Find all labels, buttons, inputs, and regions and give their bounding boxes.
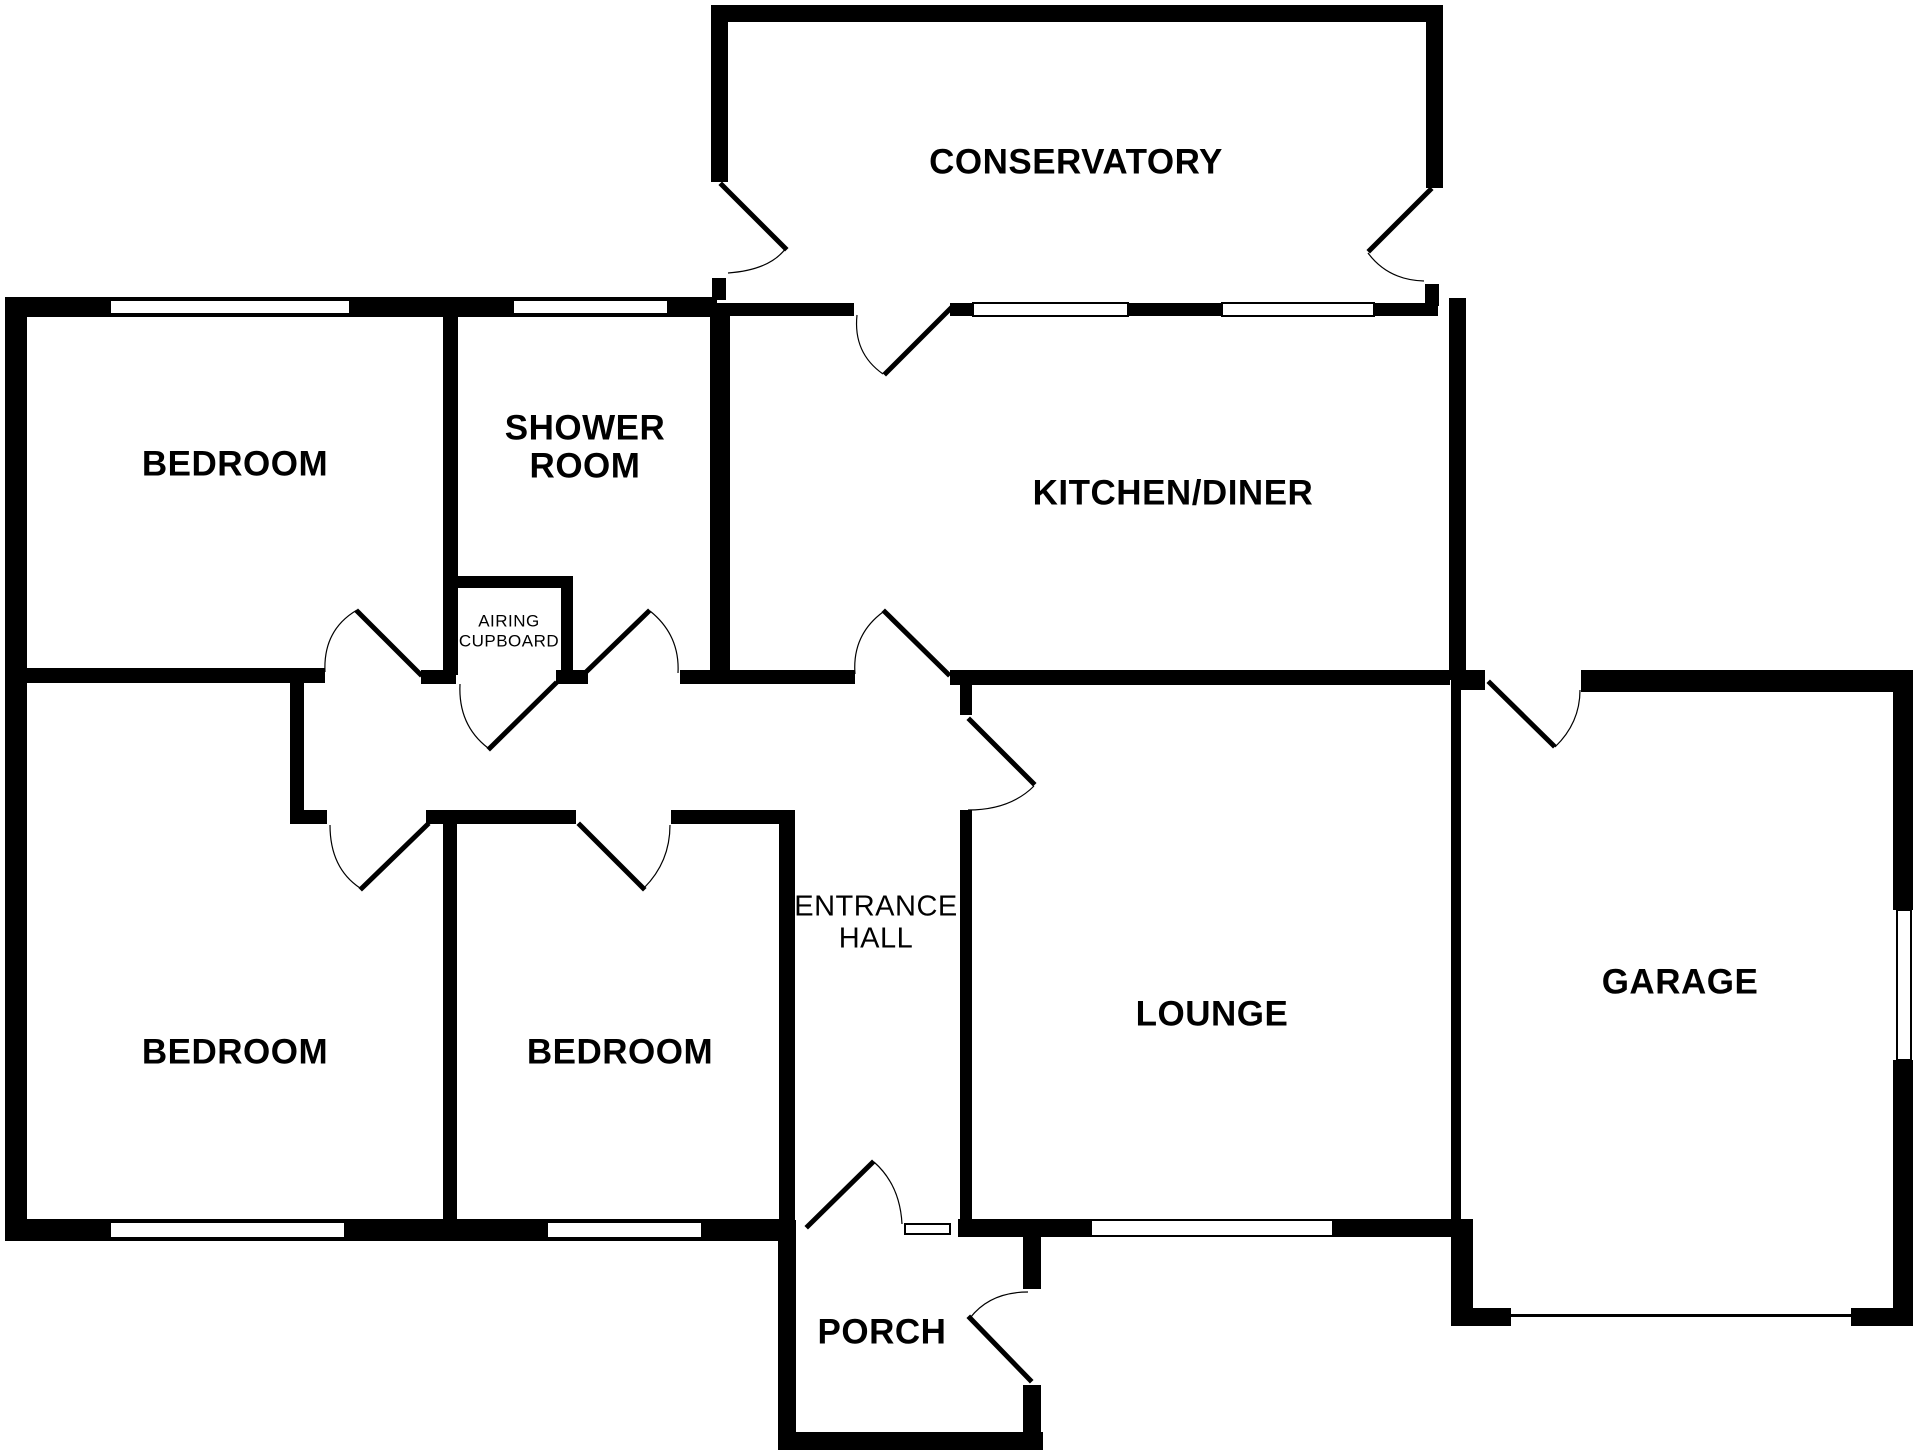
lower-bedroom-divider-b	[779, 810, 795, 1220]
door-arc-garage	[1554, 689, 1581, 748]
label-bedroom-top: BEDROOM	[142, 444, 328, 483]
corridor-north-wall-b	[680, 670, 855, 684]
door-arc-front	[969, 1291, 1029, 1319]
label-kitchen-diner: KITCHEN/DINER	[1033, 473, 1314, 512]
door-airing-cupboard	[486, 680, 559, 752]
label-bedroom-middle: BEDROOM	[527, 1032, 713, 1071]
kitchen-south-wall	[950, 670, 1450, 685]
lounge-east-wall	[1451, 676, 1461, 1222]
label-entrance-line2: HALL	[839, 923, 914, 955]
door-arc-conservatory-right	[1367, 252, 1425, 282]
label-porch: PORCH	[818, 1312, 947, 1351]
garage-south-left	[1451, 1308, 1511, 1326]
window-lounge	[1090, 1219, 1334, 1237]
room-labels: CONSERVATORY BEDROOM SHOWER ROOM KITCHEN…	[142, 142, 1758, 1351]
airing-cupboard-top	[455, 576, 573, 588]
door-arc-bedroom-middle	[643, 824, 671, 889]
airing-cupboard-right	[561, 576, 573, 676]
door-shower-room	[581, 608, 652, 677]
window-hall	[904, 1223, 951, 1235]
window-bedroom-top	[109, 299, 351, 315]
door-arc-conservatory-left	[727, 247, 787, 274]
label-entrance-line1: ENTRANCE	[794, 891, 958, 923]
garage-west-wall	[1451, 1219, 1473, 1326]
door-arc-kitchen-conservatory	[855, 314, 884, 375]
label-shower-room-line1: SHOWER	[505, 408, 666, 447]
top-bedroom-south-wall	[27, 668, 325, 683]
airing-cupboard-stub	[556, 670, 588, 684]
door-arc-bedroom-left	[329, 824, 361, 889]
corridor-south-wall-b	[671, 810, 795, 824]
door-bedroom-left	[358, 821, 431, 892]
lower-bedroom-divider-a	[443, 823, 457, 1221]
window-bedroom-left	[109, 1221, 346, 1239]
label-airing-line1: AIRING	[478, 611, 540, 630]
garage-north-wall	[1581, 670, 1913, 692]
porch-east-wall-a	[1023, 1219, 1041, 1289]
window-kitchen-a	[972, 302, 1129, 317]
west-wall	[5, 297, 27, 1240]
conservatory-left-wall	[711, 5, 728, 182]
corridor-south-stub	[290, 810, 327, 824]
doors	[324, 181, 1581, 1384]
door-kitchen-hall	[881, 608, 952, 678]
porch-east-wall-b	[1023, 1385, 1041, 1447]
label-garage: GARAGE	[1602, 962, 1759, 1001]
label-lounge: LOUNGE	[1136, 994, 1289, 1033]
door-bedroom-top	[354, 608, 424, 678]
hall-east-wall-a	[960, 683, 972, 715]
door-front	[966, 1314, 1034, 1384]
window-garage-east	[1896, 909, 1912, 1061]
shower-kitchen-divider	[710, 312, 730, 676]
door-porch-hall	[804, 1159, 876, 1230]
kitchen-east-wall	[1449, 298, 1466, 680]
label-conservatory: CONSERVATORY	[929, 142, 1223, 181]
bedroom-shower-divider	[443, 317, 458, 675]
garage-south-right	[1851, 1308, 1913, 1326]
label-shower-room-line2: ROOM	[530, 446, 641, 485]
garage-east-wall-b	[1893, 1060, 1913, 1326]
corridor-south-wall	[426, 810, 576, 824]
door-conservatory-left	[718, 181, 789, 252]
door-kitchen-conservatory	[882, 304, 955, 377]
garage-door-line	[1511, 1314, 1851, 1317]
conservatory-right-wall	[1426, 5, 1443, 188]
door-conservatory-right	[1366, 186, 1434, 254]
conservatory-right-post	[1425, 284, 1439, 306]
corridor-north-wall-a	[421, 670, 456, 684]
porch-south-wall	[778, 1432, 1043, 1450]
door-arc-shower-room	[649, 610, 679, 674]
door-arc-airing-cupboard	[459, 683, 489, 749]
conservatory-top-wall	[711, 5, 1443, 22]
label-airing-line2: CUPBOARD	[459, 631, 559, 650]
window-kitchen-b	[1221, 302, 1375, 317]
window-shower-room	[512, 299, 669, 315]
label-bedroom-left: BEDROOM	[142, 1032, 328, 1071]
door-arc-lounge	[967, 785, 1035, 811]
door-arc-bedroom-top	[324, 609, 358, 673]
corridor-west-wall	[290, 683, 304, 823]
porch-west-wall	[778, 1220, 796, 1450]
door-lounge	[966, 716, 1037, 787]
conservatory-left-post	[712, 278, 726, 300]
garage-door-stub	[1451, 670, 1485, 690]
door-arc-porch-hall	[873, 1161, 903, 1225]
door-bedroom-middle	[576, 821, 647, 892]
hall-east-wall-b	[960, 810, 972, 1230]
door-arc-kitchen-hall	[854, 611, 884, 675]
door-garage	[1486, 679, 1557, 749]
garage-east-wall-a	[1893, 670, 1913, 910]
windows	[109, 299, 1912, 1239]
north-wall-kitchen-a	[717, 303, 854, 316]
window-bedroom-middle	[546, 1221, 703, 1239]
